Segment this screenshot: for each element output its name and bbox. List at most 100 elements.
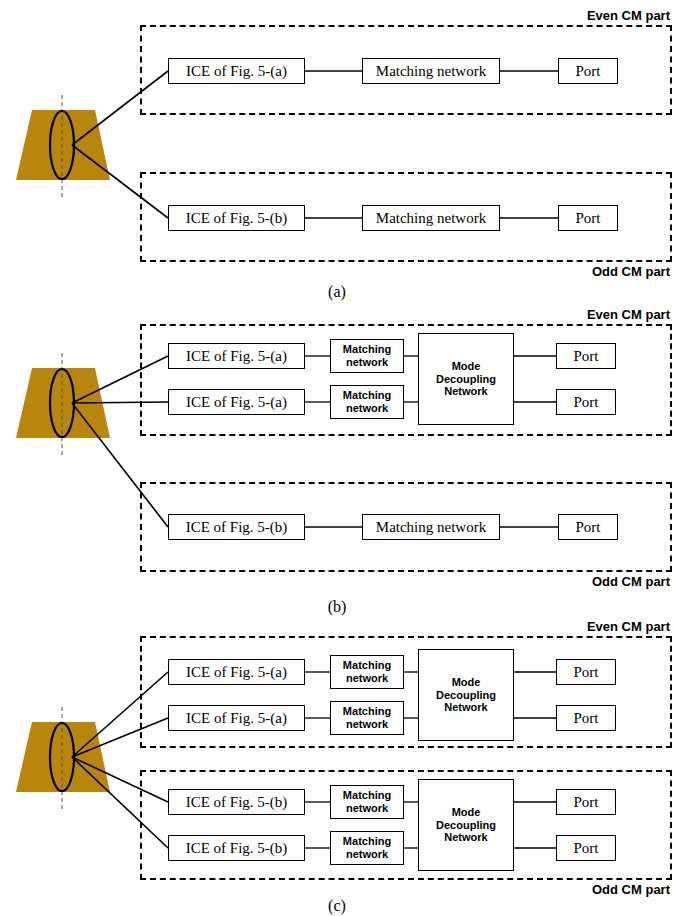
dashed-group: Even CM partICE of Fig. 5-(a)ICE of Fig.… bbox=[140, 636, 672, 748]
block-box: Port bbox=[556, 705, 616, 731]
block-box: ICE of Fig. 5-(a) bbox=[168, 705, 305, 731]
connector-line bbox=[514, 672, 556, 673]
block-box: Matching network bbox=[362, 205, 500, 231]
connector-line bbox=[305, 402, 330, 403]
block-box: Port bbox=[556, 789, 616, 815]
block-box: Port bbox=[556, 659, 616, 685]
block-box: ICE of Fig. 5-(a) bbox=[168, 343, 305, 369]
block-box: Matching network bbox=[362, 58, 500, 84]
block-box: Port bbox=[556, 389, 616, 415]
connector-line bbox=[514, 402, 556, 403]
block-box: ICE of Fig. 5-(b) bbox=[168, 835, 305, 861]
box-label: Matching network bbox=[331, 705, 403, 730]
box-label: ICE of Fig. 5-(a) bbox=[183, 348, 290, 365]
connector-line bbox=[305, 218, 362, 219]
group-heading: Even CM part bbox=[587, 8, 670, 23]
connector-line bbox=[514, 718, 556, 719]
dashed-group: Even CM partICE of Fig. 5-(a)Matching ne… bbox=[140, 25, 672, 115]
group-heading: Even CM part bbox=[587, 619, 670, 634]
box-label: Port bbox=[570, 710, 601, 727]
connector-line bbox=[500, 527, 558, 528]
box-label: Port bbox=[570, 840, 601, 857]
block-box: Matching network bbox=[330, 831, 404, 865]
panel-caption: (c) bbox=[328, 897, 346, 915]
block-box: Port bbox=[558, 58, 618, 84]
connector-line bbox=[500, 218, 558, 219]
box-label: Port bbox=[570, 394, 601, 411]
dashed-group: Even CM partICE of Fig. 5-(a)ICE of Fig.… bbox=[140, 324, 672, 436]
box-label: ICE of Fig. 5-(b) bbox=[183, 519, 291, 536]
box-label: Port bbox=[572, 210, 603, 227]
box-label: Matching network bbox=[373, 210, 489, 227]
box-label: ICE of Fig. 5-(b) bbox=[183, 794, 291, 811]
connector-line bbox=[305, 718, 330, 719]
box-label: Mode Decoupling Network bbox=[419, 360, 513, 398]
block-box: Matching network bbox=[362, 514, 500, 540]
connector-line bbox=[404, 356, 418, 357]
group-heading: Odd CM part bbox=[592, 574, 670, 589]
connector-line bbox=[305, 527, 362, 528]
block-box: Port bbox=[558, 514, 618, 540]
connector-line bbox=[305, 356, 330, 357]
box-label: Matching network bbox=[331, 389, 403, 414]
panel-caption: (a) bbox=[328, 283, 346, 301]
block-box: Matching network bbox=[330, 385, 404, 419]
connector-line bbox=[404, 802, 418, 803]
connector-line bbox=[305, 71, 362, 72]
panel-caption: (b) bbox=[328, 598, 347, 616]
antenna-shape bbox=[16, 71, 168, 218]
block-box: Matching network bbox=[330, 655, 404, 689]
connector-line bbox=[305, 848, 330, 849]
block-box: ICE of Fig. 5-(a) bbox=[168, 58, 305, 84]
box-label: Matching network bbox=[331, 343, 403, 368]
block-box: Mode Decoupling Network bbox=[418, 779, 514, 871]
block-box: Port bbox=[556, 343, 616, 369]
block-box: ICE of Fig. 5-(a) bbox=[168, 389, 305, 415]
connector-line bbox=[514, 802, 556, 803]
connector-line bbox=[514, 356, 556, 357]
box-label: Matching network bbox=[331, 789, 403, 814]
antenna-shape bbox=[16, 672, 168, 848]
group-heading: Odd CM part bbox=[592, 264, 670, 279]
box-label: ICE of Fig. 5-(a) bbox=[183, 63, 290, 80]
connector-line bbox=[404, 848, 418, 849]
box-label: Matching network bbox=[373, 63, 489, 80]
block-box: ICE of Fig. 5-(a) bbox=[168, 659, 305, 685]
antenna-shape bbox=[16, 353, 168, 527]
dashed-group: Odd CM partICE of Fig. 5-(b)Matching net… bbox=[140, 172, 672, 262]
block-box: Port bbox=[556, 835, 616, 861]
box-label: ICE of Fig. 5-(b) bbox=[183, 840, 291, 857]
block-box: ICE of Fig. 5-(b) bbox=[168, 789, 305, 815]
box-label: ICE of Fig. 5-(b) bbox=[183, 210, 291, 227]
box-label: Port bbox=[570, 348, 601, 365]
block-box: Mode Decoupling Network bbox=[418, 649, 514, 741]
group-heading: Even CM part bbox=[587, 307, 670, 322]
connector-line bbox=[404, 672, 418, 673]
dashed-group: Odd CM partICE of Fig. 5-(b)Matching net… bbox=[140, 482, 672, 572]
block-box: Matching network bbox=[330, 785, 404, 819]
connector-line bbox=[404, 402, 418, 403]
box-label: Matching network bbox=[331, 659, 403, 684]
group-heading: Odd CM part bbox=[592, 882, 670, 897]
block-box: Matching network bbox=[330, 339, 404, 373]
box-label: ICE of Fig. 5-(a) bbox=[183, 394, 290, 411]
box-label: Port bbox=[570, 664, 601, 681]
box-label: Port bbox=[572, 519, 603, 536]
block-box: ICE of Fig. 5-(b) bbox=[168, 205, 305, 231]
box-label: Matching network bbox=[373, 519, 489, 536]
connector-line bbox=[500, 71, 558, 72]
block-box: Mode Decoupling Network bbox=[418, 333, 514, 425]
box-label: ICE of Fig. 5-(a) bbox=[183, 664, 290, 681]
block-box: Port bbox=[558, 205, 618, 231]
box-label: Mode Decoupling Network bbox=[419, 676, 513, 714]
box-label: Matching network bbox=[331, 835, 403, 860]
box-label: Port bbox=[570, 794, 601, 811]
dashed-group: Odd CM partICE of Fig. 5-(b)ICE of Fig. … bbox=[140, 770, 672, 880]
box-label: Mode Decoupling Network bbox=[419, 806, 513, 844]
connector-line bbox=[305, 672, 330, 673]
block-box: Matching network bbox=[330, 701, 404, 735]
connector-line bbox=[514, 848, 556, 849]
box-label: Port bbox=[572, 63, 603, 80]
